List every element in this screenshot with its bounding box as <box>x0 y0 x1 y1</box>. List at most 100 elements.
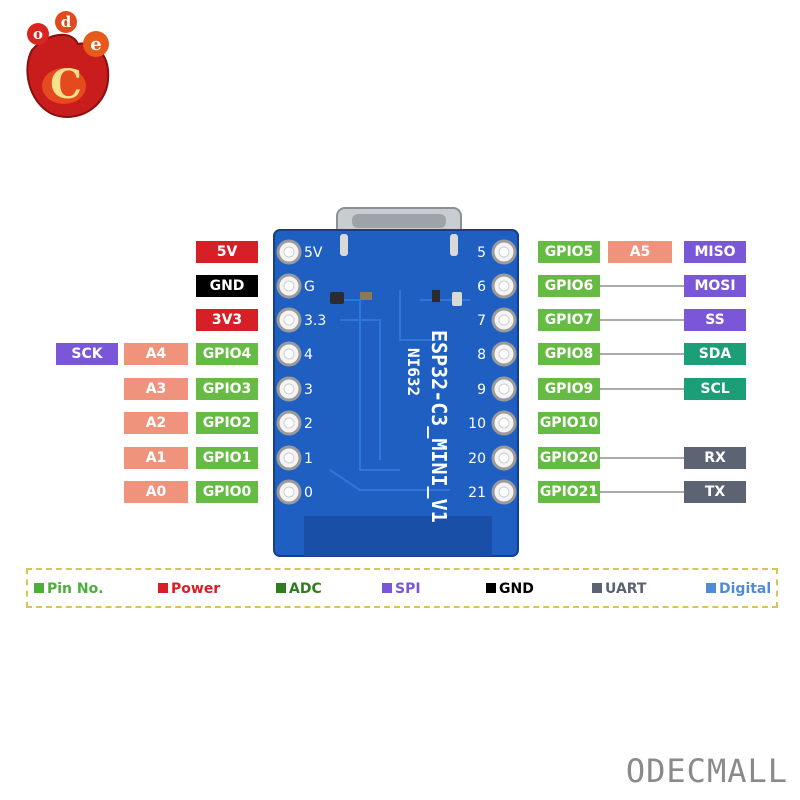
legend-item-uart: UART <box>592 580 646 598</box>
right-pin-number: 8 <box>477 347 486 363</box>
left-pin-number: G <box>304 279 315 295</box>
adc-pin-tag: A3 <box>124 378 188 400</box>
right-pin-hole <box>498 452 510 464</box>
legend-swatch <box>382 583 392 593</box>
logo-letter-c: C <box>50 61 82 108</box>
adc-pin-tag: A1 <box>124 447 188 469</box>
legend-swatch <box>706 583 716 593</box>
right-pin-hole <box>498 417 510 429</box>
gpio-pin-tag: GPIO21 <box>538 481 600 503</box>
legend-item-power: Power <box>158 580 220 598</box>
legend-swatch <box>276 583 286 593</box>
legend-label: SPI <box>395 581 421 597</box>
uart-function-tag: RX <box>684 447 746 469</box>
right-pin-number: 7 <box>477 313 486 329</box>
left-pin-number: 1 <box>304 451 313 467</box>
logo-bubble-o <box>27 23 49 45</box>
left-pin-hole <box>283 383 295 395</box>
legend-swatch <box>592 583 602 593</box>
legend-swatch <box>158 583 168 593</box>
spi-function-tag: SS <box>684 309 746 331</box>
right-pin-number: 5 <box>477 245 486 261</box>
smd-component-1 <box>330 292 344 304</box>
power-pin-tag: 3V3 <box>196 309 258 331</box>
right-pin-number: 21 <box>468 485 486 501</box>
left-pin-hole <box>283 314 295 326</box>
right-pin-hole <box>498 246 510 258</box>
left-pin-number: 4 <box>304 347 313 363</box>
gpio-pin-tag: GPIO0 <box>196 481 258 503</box>
adc-pin-tag: A4 <box>124 343 188 365</box>
legend-item-gnd: GND <box>486 580 534 598</box>
legend-label: Pin No. <box>47 581 104 597</box>
left-pin-hole <box>283 452 295 464</box>
left-pin-hole <box>283 486 295 498</box>
legend-item-pin-no: Pin No. <box>34 580 104 598</box>
gnd-pin-tag: GND <box>196 275 258 297</box>
left-pin-hole <box>283 246 295 258</box>
left-pin-hole <box>283 417 295 429</box>
left-pin-number: 3.3 <box>304 313 326 329</box>
power-pin-tag: 5V <box>196 241 258 263</box>
gpio-pin-tag: GPIO8 <box>538 343 600 365</box>
left-pin-number: 2 <box>304 416 313 432</box>
legend-item-spi: SPI <box>382 580 421 598</box>
legend-label: Digital <box>719 581 772 597</box>
gpio-pin-tag: GPIO2 <box>196 412 258 434</box>
spi-function-tag: MISO <box>684 241 746 263</box>
gpio-pin-tag: GPIO1 <box>196 447 258 469</box>
gpio-pin-tag: GPIO20 <box>538 447 600 469</box>
gpio-pin-tag: GPIO10 <box>538 412 600 434</box>
logo-bubble-e <box>83 31 109 57</box>
i2c-function-tag: SDA <box>684 343 746 365</box>
right-pin-number: 6 <box>477 279 486 295</box>
gpio-pin-tag: GPIO9 <box>538 378 600 400</box>
legend-label: ADC <box>289 581 322 597</box>
watermark-text: ODECMALL <box>625 752 788 790</box>
uart-function-tag: TX <box>684 481 746 503</box>
left-pin-number: 3 <box>304 382 313 398</box>
logo-letter-o: o <box>33 25 43 43</box>
left-pin-number: 0 <box>304 485 313 501</box>
usb-shield-left <box>340 234 348 256</box>
brand-logo: o d e C <box>26 11 110 118</box>
i2c-function-tag: SCL <box>684 378 746 400</box>
right-pin-number: 10 <box>468 416 486 432</box>
left-pin-number: 5V <box>304 245 323 261</box>
smd-component-4 <box>452 292 462 306</box>
legend-item-digital: Digital <box>706 580 771 598</box>
logo-letter-d: d <box>61 13 72 31</box>
pcb-traces <box>329 290 470 491</box>
left-pin-hole <box>283 280 295 292</box>
right-pin-hole <box>498 383 510 395</box>
right-pin-number: 20 <box>468 451 486 467</box>
legend-swatch <box>34 583 44 593</box>
pin-pads <box>276 239 517 505</box>
smd-component-3 <box>432 290 440 302</box>
logo-bubble-d <box>55 11 77 33</box>
gpio-pin-tag: GPIO7 <box>538 309 600 331</box>
gpio-pin-tag: GPIO4 <box>196 343 258 365</box>
usb-c-port <box>352 214 446 228</box>
adc-pin-tag: A0 <box>124 481 188 503</box>
smd-component-2 <box>360 292 372 300</box>
legend-label: UART <box>605 581 647 597</box>
right-pin-hole <box>498 280 510 292</box>
legend-label: GND <box>499 581 534 597</box>
legend-swatch <box>486 583 496 593</box>
logo-highlight <box>42 68 86 104</box>
legend-item-adc: ADC <box>276 580 322 598</box>
spi-pin-tag: SCK <box>56 343 118 365</box>
gpio-pin-tag: GPIO3 <box>196 378 258 400</box>
gpio-pin-tag: GPIO5 <box>538 241 600 263</box>
legend-box: Pin No. Power ADC SPI GND UART Digital <box>26 568 778 608</box>
adc-pin-tag: A2 <box>124 412 188 434</box>
left-pin-hole <box>283 348 295 360</box>
gpio-pin-tag: GPIO6 <box>538 275 600 297</box>
right-pin-hole <box>498 348 510 360</box>
logo-letter-e: e <box>90 34 101 55</box>
legend-label: Power <box>171 581 221 597</box>
right-pin-hole <box>498 314 510 326</box>
antenna-area <box>304 516 492 556</box>
